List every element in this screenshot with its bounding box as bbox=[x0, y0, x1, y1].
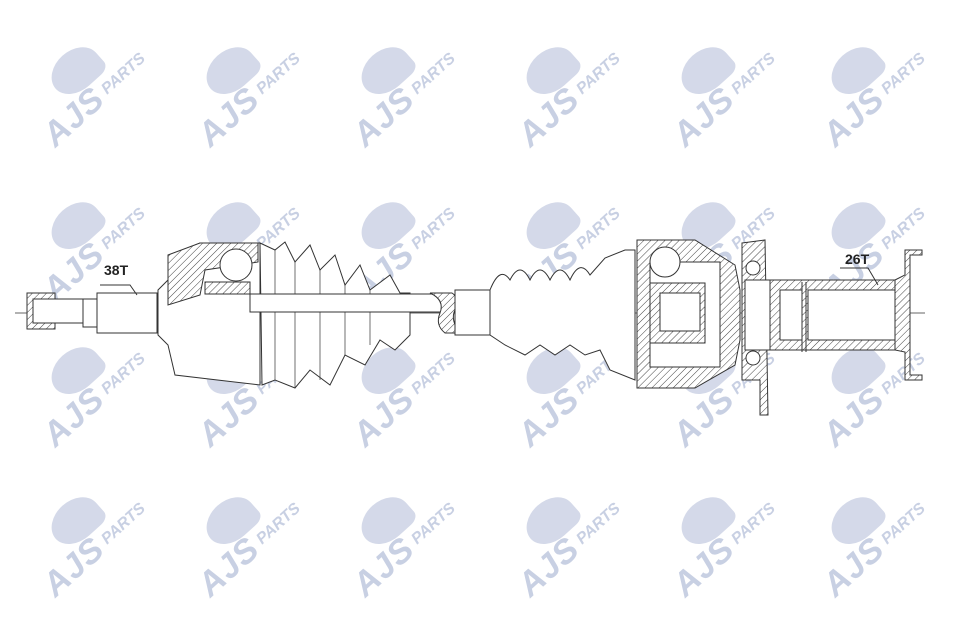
end-flange bbox=[894, 249, 923, 381]
outer-stub bbox=[26, 292, 158, 334]
outer-boot bbox=[259, 241, 411, 389]
outer-cv-joint bbox=[157, 242, 261, 386]
shaft bbox=[249, 293, 451, 313]
inner-tube bbox=[769, 279, 901, 352]
leader-26t bbox=[840, 267, 879, 286]
leader-38t bbox=[100, 284, 138, 296]
spline-38t bbox=[96, 292, 158, 334]
label-38t: 38T bbox=[104, 262, 129, 278]
label-26t: 26T bbox=[845, 251, 870, 267]
support-bearing bbox=[741, 239, 771, 416]
inner-boot bbox=[489, 249, 636, 381]
inner-cv-joint bbox=[636, 239, 741, 389]
